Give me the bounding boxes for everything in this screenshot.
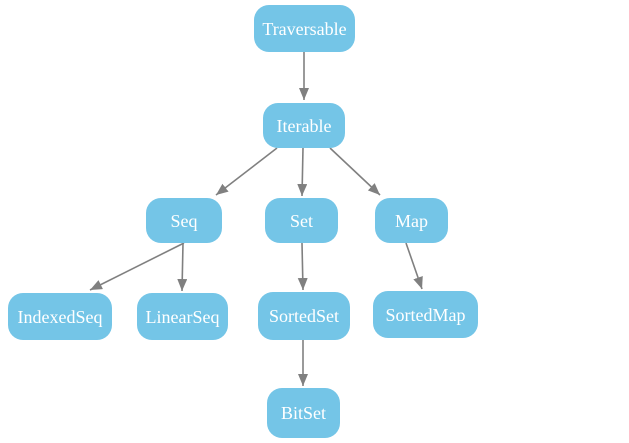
- node-iterable: Iterable: [263, 103, 345, 148]
- edge-seq-indexedseq: [89, 242, 185, 291]
- node-sortedmap-label: SortedMap: [385, 304, 466, 325]
- node-sortedset-label: SortedSet: [269, 306, 339, 326]
- node-sortedmap: SortedMap: [373, 291, 478, 338]
- node-sortedset: SortedSet: [258, 292, 350, 340]
- node-linearseq-label: LinearSeq: [145, 306, 220, 327]
- node-traversable-label: Traversable: [262, 18, 347, 39]
- node-indexedseq-label: IndexedSeq: [17, 306, 103, 327]
- node-traversable: Traversable: [254, 5, 355, 52]
- edge-iterable-seq: [215, 147, 278, 196]
- node-map-label: Map: [395, 210, 428, 231]
- node-map: Map: [375, 198, 448, 243]
- node-seq: Seq: [146, 198, 222, 243]
- node-bitset: BitSet: [267, 388, 340, 438]
- node-set: Set: [265, 198, 338, 243]
- edge-map-sortedmap: [405, 242, 423, 290]
- node-set-label: Set: [289, 210, 313, 231]
- edge-iterable-set: [297, 147, 308, 197]
- node-linearseq: LinearSeq: [137, 293, 228, 340]
- node-indexedseq: IndexedSeq: [8, 293, 112, 340]
- node-iterable-label: Iterable: [276, 115, 332, 136]
- edge-seq-linearseq: [177, 242, 188, 292]
- edge-iterable-map: [329, 147, 381, 196]
- node-bitset-label: BitSet: [280, 403, 326, 423]
- node-seq-label: Seq: [170, 210, 198, 231]
- edge-set-sortedset: [297, 242, 308, 291]
